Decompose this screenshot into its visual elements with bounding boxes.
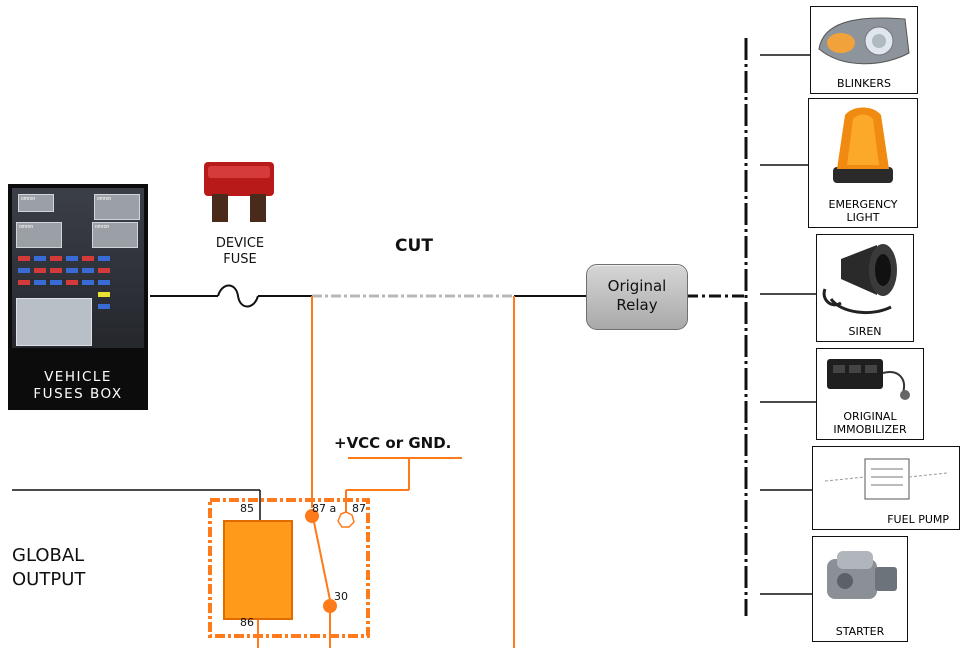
load-siren-label: SIREN [848, 325, 882, 339]
relay-switch-arm [313, 521, 331, 601]
relay-module-icon: omron [18, 194, 54, 212]
load-starter: STARTER [812, 536, 908, 642]
siren-icon [822, 244, 897, 314]
fuse-box-label-line2: FUSES BOX [33, 386, 123, 403]
load-fuel-pump-label: FUEL PUMP [887, 513, 949, 527]
load-blinkers-label: BLINKERS [837, 77, 891, 91]
original-relay-line2: Relay [616, 295, 658, 314]
original-relay-line1: Original [607, 277, 667, 295]
load-siren: SIREN [816, 234, 914, 342]
immobilizer-icon [827, 359, 910, 400]
pin-87a-contact [305, 509, 319, 523]
pin-87a-label: 87 a [312, 502, 337, 515]
load-emergency-light: EMERGENCY LIGHT [808, 98, 918, 228]
global-output-label: GLOBAL OUTPUT [12, 544, 132, 593]
relay-module-icon: omron [94, 194, 140, 220]
starter-motor-icon [827, 551, 897, 599]
fuel-pump-icon [824, 458, 948, 500]
relay-block-icon [16, 298, 92, 346]
global-output-line2: OUTPUT [12, 569, 86, 591]
relay-coil [223, 520, 293, 620]
device-fuse-label: DEVICE FUSE [190, 236, 290, 269]
fuse-box-label-line1: VEHICLE [44, 368, 112, 385]
blade-fuse-icon [204, 162, 274, 222]
load-immobilizer-label: ORIGINAL IMMOBILIZER [817, 410, 923, 438]
load-blinkers: BLINKERS [810, 6, 918, 94]
fuse-box-photo: omron omron omron omron [12, 188, 144, 348]
device-fuse-label-line1: DEVICE [215, 236, 265, 251]
pin-87-contact [337, 511, 355, 528]
original-relay: Original Relay [586, 264, 688, 330]
global-output-line1: GLOBAL [12, 545, 85, 566]
load-immobilizer: ORIGINAL IMMOBILIZER [816, 348, 924, 440]
pin-30-label: 30 [334, 590, 348, 603]
device-relay-outline [208, 498, 370, 638]
immobilizer-line1: ORIGINAL [843, 409, 897, 423]
cut-label: CUT [395, 236, 433, 256]
relay-module-icon: omron [16, 222, 62, 248]
load-fuel-pump: FUEL PUMP [812, 446, 960, 530]
fuse-symbol [217, 284, 259, 308]
relay-module-icon: omron [92, 222, 138, 248]
pin-86-label: 86 [240, 616, 254, 629]
pin-30-contact [323, 599, 337, 613]
headlight-icon [818, 17, 910, 65]
pin-85-label: 85 [240, 502, 254, 515]
emergency-light-line1: EMERGENCY [828, 197, 898, 211]
pin-87-label: 87 [352, 502, 366, 515]
beacon-light-icon [833, 107, 893, 183]
vehicle-fuses-box: omron omron omron omron VEHICLE FUSES BO… [8, 184, 148, 410]
emergency-light-line2: LIGHT [846, 211, 880, 225]
load-emergency-light-label: EMERGENCY LIGHT [809, 198, 917, 226]
device-fuse-label-line2: FUSE [223, 252, 257, 268]
immobilizer-line2: IMMOBILIZER [833, 423, 907, 437]
load-starter-label: STARTER [835, 625, 885, 639]
vcc-gnd-label: +VCC or GND. [334, 434, 452, 452]
